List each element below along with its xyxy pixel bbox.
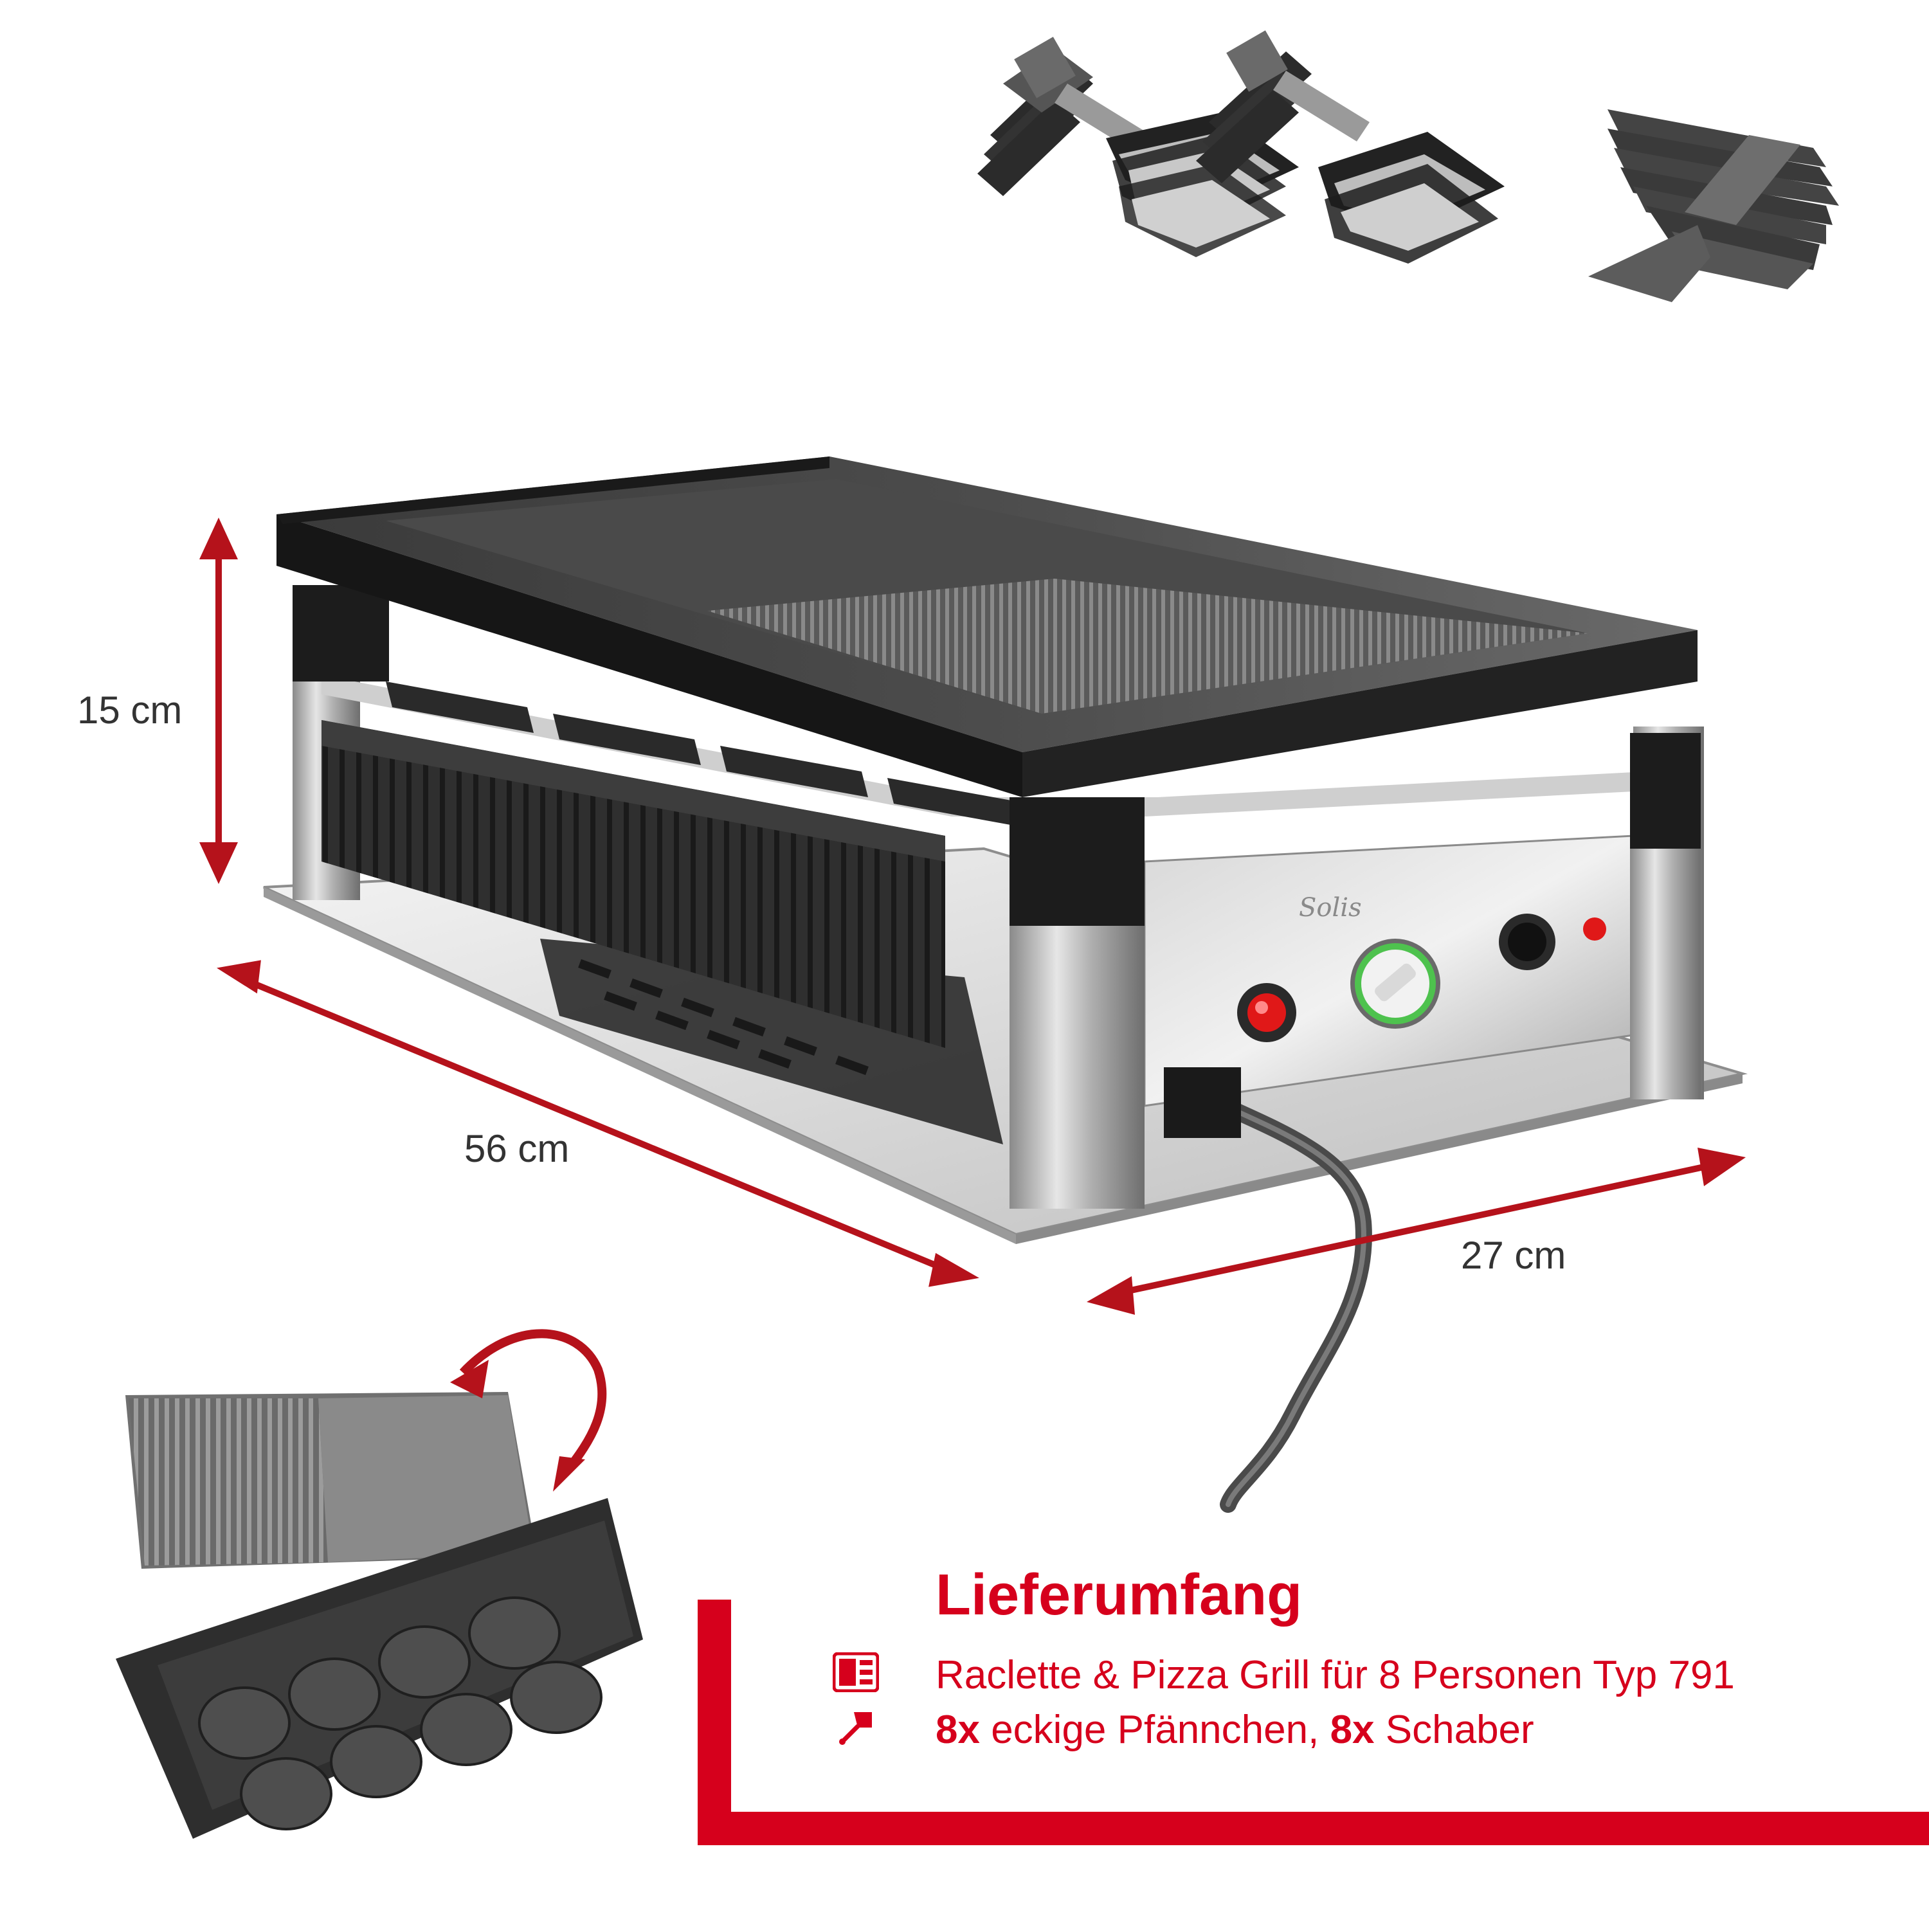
pans-text: eckige Pfännchen, — [979, 1708, 1330, 1752]
raclette-pans-group-right — [1196, 30, 1505, 264]
brand-logo: Solis — [1299, 893, 1362, 923]
width-dimension-label: 27 cm — [1461, 1234, 1566, 1277]
delivery-item-grill: Raclette & Pizza Grill für 8 Personen Ty… — [936, 1653, 1735, 1697]
pan-scraper-icon — [836, 1707, 876, 1750]
scrapers-count: 8x — [1330, 1708, 1375, 1752]
scope-of-delivery-title: Lieferumfang — [936, 1563, 1303, 1627]
scrapers-text: Schaber — [1374, 1708, 1534, 1752]
length-dimension-label: 56 cm — [464, 1127, 570, 1170]
delivery-item-accessories: 8x eckige Pfännchen, 8x Schaber — [936, 1707, 1534, 1753]
pans-count: 8x — [936, 1708, 980, 1752]
raclette-grill-device: Solis — [263, 456, 1748, 1513]
raclette-grill-icon — [832, 1652, 880, 1695]
dimension-arrows — [199, 518, 1746, 1315]
info-frame — [698, 1600, 1929, 1845]
scrapers-stack — [1588, 109, 1839, 302]
height-dimension-label: 15 cm — [77, 689, 183, 732]
reversible-plates-inset — [116, 1329, 643, 1839]
